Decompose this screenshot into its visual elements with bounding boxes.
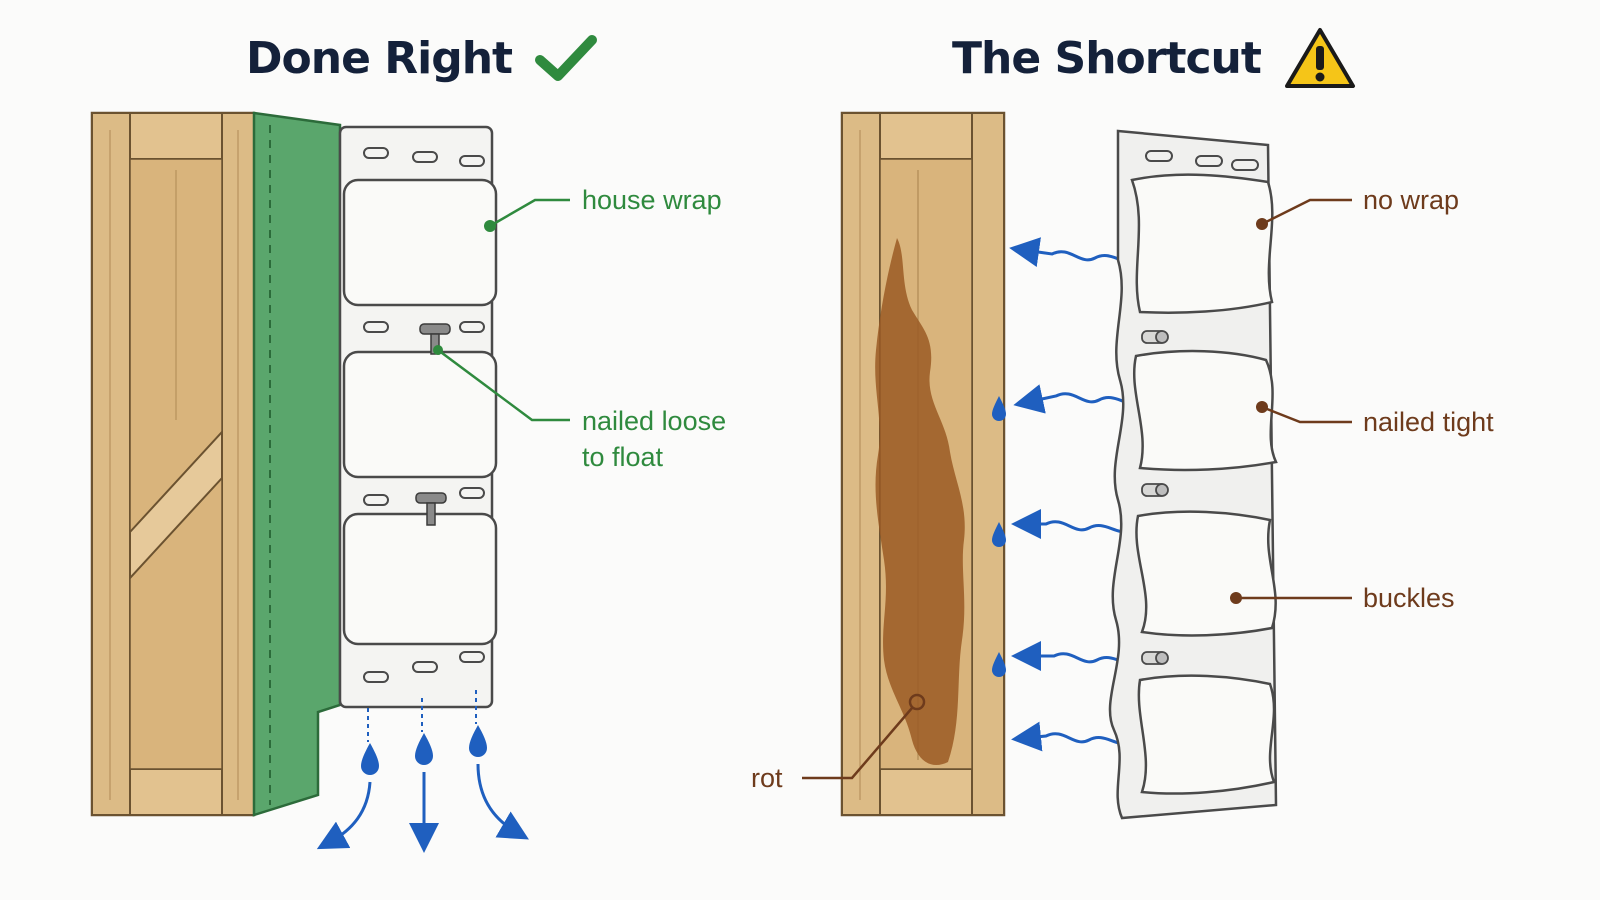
right-buckled-siding <box>1108 129 1278 820</box>
label-no-wrap: no wrap <box>1363 185 1460 215</box>
left-loose-nails <box>415 323 451 526</box>
label-nailed-loose-line2: to float <box>582 442 664 472</box>
left-callout-lines <box>433 198 570 422</box>
house-wrap-layer <box>252 111 342 817</box>
right-callout-lines <box>802 198 1352 780</box>
label-rot: rot <box>751 763 783 793</box>
check-icon <box>535 35 598 81</box>
title-the-shortcut-text: The Shortcut <box>952 32 1262 84</box>
title-the-shortcut: The Shortcut <box>952 28 1357 88</box>
title-done-right-text: Done Right <box>246 32 513 84</box>
right-water-drops <box>992 396 1006 677</box>
rot-stain <box>875 238 965 766</box>
right-tight-nails <box>1141 330 1169 665</box>
left-wall-frame <box>90 111 256 817</box>
warning-icon <box>1284 28 1355 88</box>
label-nailed-loose-line1: nailed loose <box>582 406 727 436</box>
left-siding-panels <box>338 125 498 709</box>
label-house-wrap: house wrap <box>582 185 722 215</box>
title-done-right: Done Right <box>246 28 598 88</box>
label-buckles: buckles <box>1363 583 1455 613</box>
label-nailed-tight: nailed tight <box>1363 407 1494 437</box>
left-water-drainage <box>316 690 529 853</box>
